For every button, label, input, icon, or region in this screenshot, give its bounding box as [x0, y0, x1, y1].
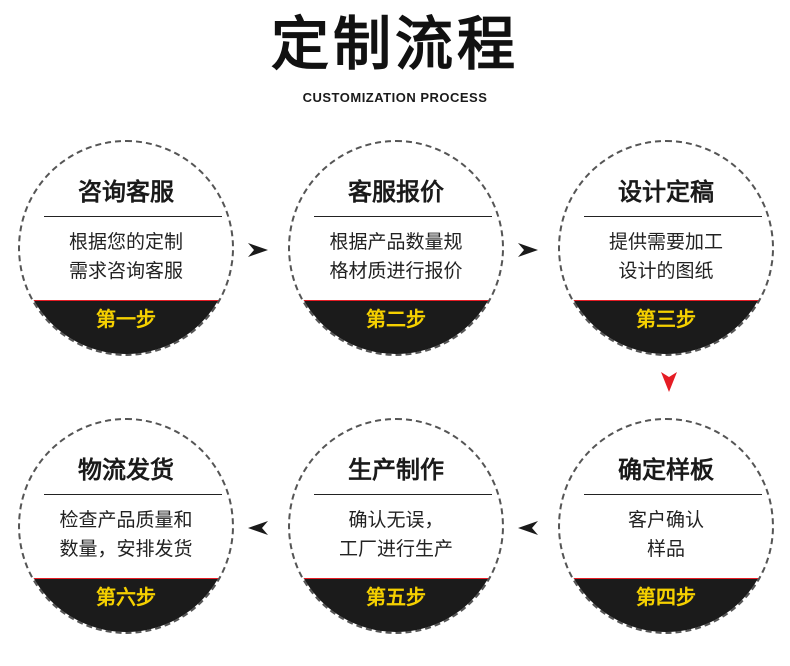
step-description: 根据您的定制 需求咨询客服	[20, 228, 232, 286]
step-card-sample: 确定样板 客户确认 样品 第四步	[558, 418, 774, 634]
step-band	[20, 300, 232, 354]
arrow-right-icon	[518, 243, 538, 257]
step-card-production: 生产制作 确认无误， 工厂进行生产 第五步	[288, 418, 504, 634]
step-title: 确定样板	[618, 456, 714, 484]
step-title: 咨询客服	[78, 178, 174, 206]
step-band	[290, 578, 502, 632]
step-band	[20, 578, 232, 632]
step-label: 第二步	[366, 307, 426, 331]
step-description-line: 检查产品质量和	[59, 509, 193, 531]
step-description-line: 数量，安排发货	[59, 538, 193, 560]
step-description: 客户确认 样品	[560, 506, 772, 564]
step-card-quote: 客服报价 根据产品数量规 格材质进行报价 第二步	[288, 140, 504, 356]
step-description-line: 样品	[646, 538, 685, 560]
step-description: 检查产品质量和 数量，安排发货	[20, 506, 232, 564]
divider	[584, 494, 762, 495]
step-band	[290, 300, 502, 354]
step-label: 第六步	[96, 585, 156, 609]
step-description-line: 需求咨询客服	[68, 260, 183, 282]
step-description-line: 客户确认	[627, 509, 704, 531]
step-description-line: 根据您的定制	[68, 231, 183, 253]
step-description-line: 格材质进行报价	[329, 260, 463, 282]
divider	[314, 216, 492, 217]
step-band	[560, 300, 772, 354]
divider	[584, 216, 762, 217]
step-description-line: 根据产品数量规	[329, 231, 463, 253]
step-title: 设计定稿	[618, 178, 714, 206]
step-description-line: 提供需要加工	[608, 231, 723, 253]
step-label: 第三步	[636, 307, 696, 331]
divider	[44, 216, 222, 217]
step-description-line: 设计的图纸	[618, 260, 714, 282]
step-description-line: 工厂进行生产	[338, 538, 453, 560]
step-label: 第五步	[366, 585, 426, 609]
step-title: 物流发货	[78, 456, 174, 484]
page-title: 定制流程	[270, 10, 519, 78]
step-description: 确认无误， 工厂进行生产	[290, 506, 502, 564]
step-title: 客服报价	[348, 178, 444, 206]
step-title: 生产制作	[348, 456, 444, 484]
divider	[44, 494, 222, 495]
page-subtitle: CUSTOMIZATION PROCESS	[302, 90, 488, 105]
step-description-line: 确认无误，	[348, 509, 444, 531]
arrow-right-icon	[248, 243, 268, 257]
step-label: 第四步	[636, 585, 696, 609]
step-card-consult: 咨询客服 根据您的定制 需求咨询客服 第一步	[18, 140, 234, 356]
divider	[314, 494, 492, 495]
step-description: 根据产品数量规 格材质进行报价	[290, 228, 502, 286]
arrow-down-icon	[661, 372, 677, 392]
step-card-shipping: 物流发货 检查产品质量和 数量，安排发货 第六步	[18, 418, 234, 634]
step-description: 提供需要加工 设计的图纸	[560, 228, 772, 286]
arrow-left-icon	[248, 521, 268, 535]
step-band	[560, 578, 772, 632]
step-card-design: 设计定稿 提供需要加工 设计的图纸 第三步	[558, 140, 774, 356]
arrow-left-icon	[518, 521, 538, 535]
step-label: 第一步	[96, 307, 156, 331]
